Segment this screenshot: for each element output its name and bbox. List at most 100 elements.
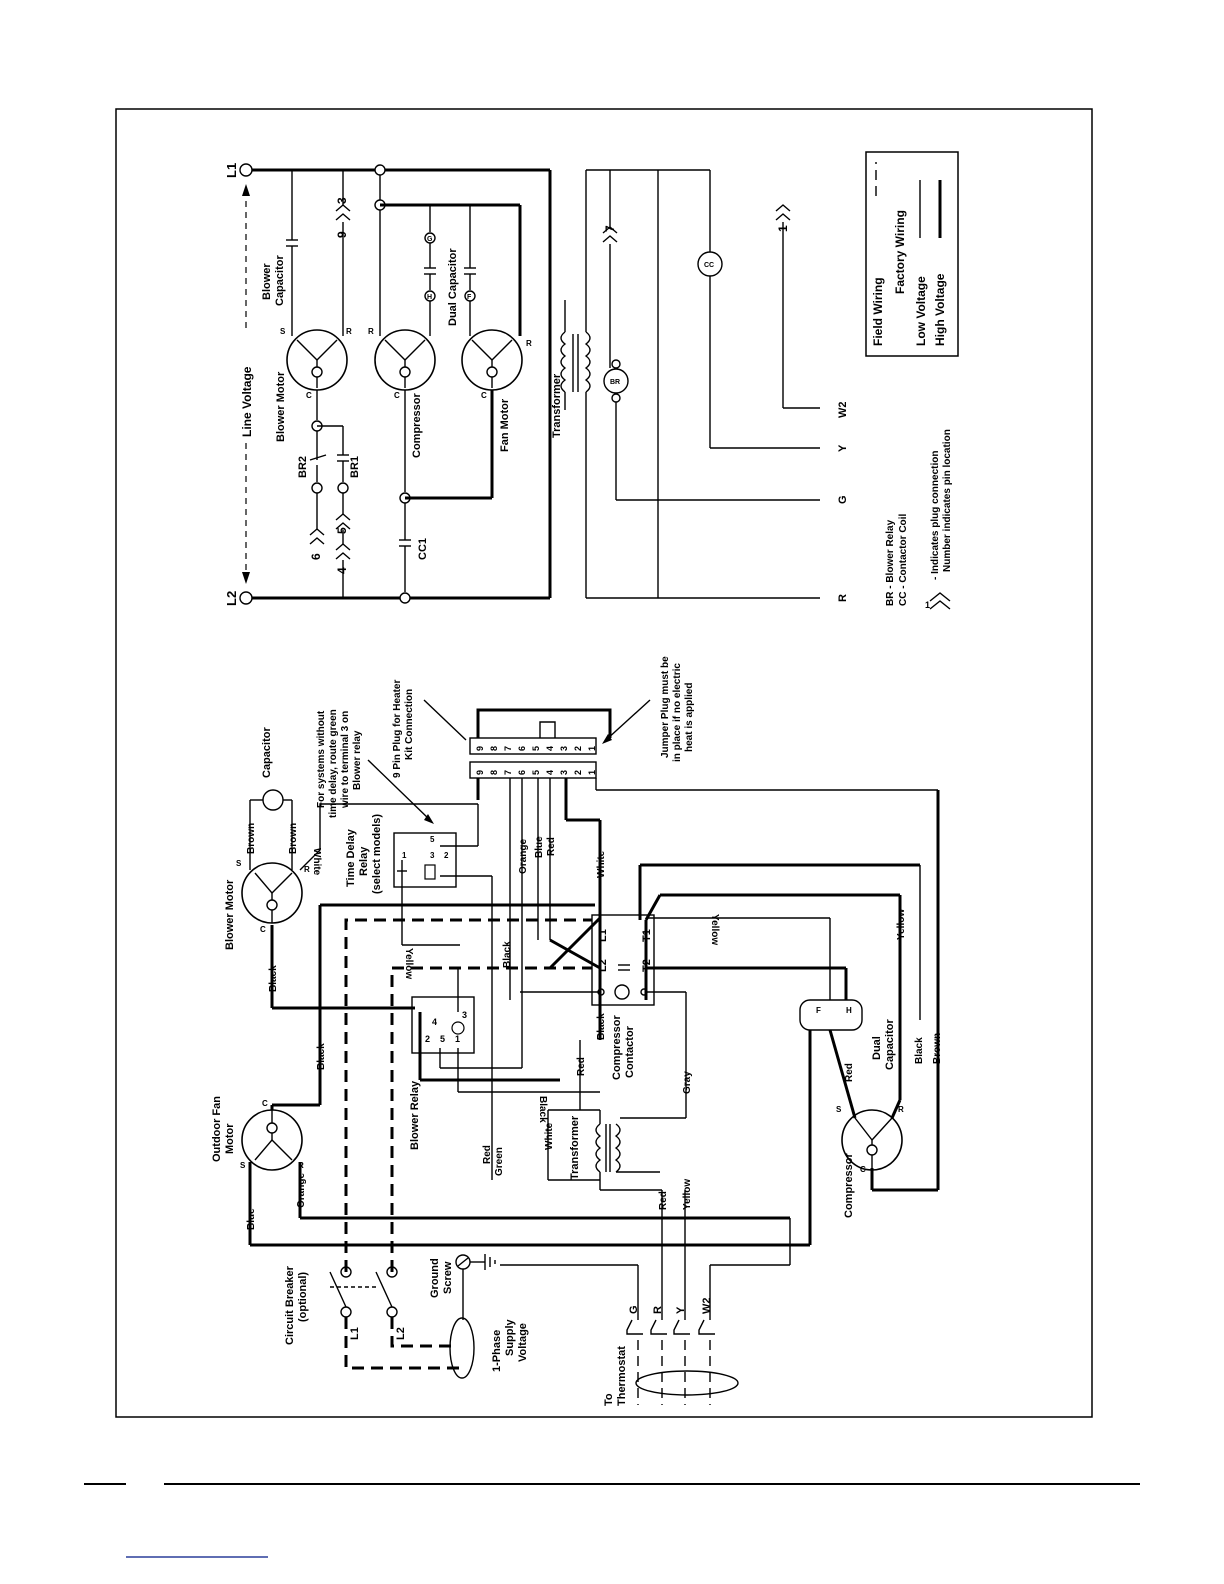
breaker-l1: L1	[349, 1327, 361, 1340]
thermostat-w2: W2	[701, 1298, 713, 1315]
wire-yellow-2: Yellow	[709, 914, 720, 945]
dual-capacitor-box	[799, 999, 863, 1031]
plug-pin-4b: 4	[545, 746, 555, 751]
plug-pin-6a: 6	[517, 770, 527, 775]
plug-pin-6b: 6	[517, 746, 527, 751]
wire-brown-3: Brown	[932, 1033, 943, 1064]
supply-voltage-1: 1-Phase	[491, 1330, 503, 1372]
comp-s: S	[836, 1105, 842, 1114]
nine-pin-2: Kit Connection	[404, 689, 415, 760]
blower-capacitor-wiring	[262, 789, 284, 811]
abbr-plug-line2: Number indicates pin location	[942, 429, 953, 572]
tdr-label-2: Relay	[358, 846, 370, 876]
dual-cap-label-2: Capacitor	[884, 1019, 896, 1070]
plug-pin-3b: 3	[559, 746, 569, 751]
ground-screw-2: Screw	[442, 1261, 454, 1294]
plug-5-label: 5	[335, 527, 349, 534]
tdr-note-1: For systems without	[316, 710, 327, 808]
plug-3-label: 3	[335, 197, 349, 204]
wire-brown-1: Brown	[246, 823, 257, 854]
compressor-symbol	[374, 329, 436, 391]
wire-blue-1: Blue	[246, 1208, 257, 1230]
time-delay-relay-box	[393, 832, 457, 888]
br-pin-3: 3	[462, 1010, 467, 1020]
thermostat-terminals	[626, 1319, 715, 1335]
plug-pin-5a: 5	[531, 770, 541, 775]
blower-capacitor-label-1: Blower	[261, 263, 273, 300]
plug-pin-2b: 2	[573, 746, 583, 751]
blower-motor-c: C	[306, 391, 312, 400]
compressor-wiring-symbol	[841, 1109, 903, 1171]
plug-pin-2a: 2	[573, 770, 583, 775]
nine-pin-1: 9 Pin Plug for Heater	[392, 680, 403, 778]
plug-pin-4a: 4	[545, 770, 555, 775]
tdr-pin-1: 1	[402, 851, 407, 860]
schematic-compressor-label: Compressor	[411, 392, 423, 458]
bm-r: R	[304, 865, 310, 874]
legend-factory-wiring: Factory Wiring	[893, 210, 907, 294]
wire-yellow-1: Yellow	[403, 948, 414, 979]
legend-low-voltage: Low Voltage	[914, 276, 928, 346]
br1-label: BR1	[349, 456, 361, 478]
wire-black-3: Black	[502, 941, 513, 968]
wiring-layout: To Thermostat G R Y W2 1-Phase Supply Vo…	[211, 656, 943, 1406]
plug-pin-8b: 8	[489, 746, 499, 751]
tdr-note-4: Blower relay	[352, 730, 363, 790]
wire-yellow-3: Yellow	[896, 909, 907, 940]
wiring-transformer-label: Transformer	[569, 1115, 581, 1180]
plug-pin-7a: 7	[503, 770, 513, 775]
wire-orange-2: Orange	[518, 839, 529, 874]
plug-pin-9a: 9	[475, 770, 485, 775]
diagram-frame	[115, 108, 1093, 1418]
compressor-contactor-box	[591, 914, 655, 1006]
thermostat-g: G	[628, 1305, 640, 1314]
outdoor-fan-motor-1: Outdoor Fan	[211, 1096, 223, 1162]
abbreviations: BR - Blower Relay CC - Contactor Coil 1 …	[885, 429, 953, 610]
line-voltage-label: Line Voltage	[240, 366, 254, 437]
tdr-pin-3: 3	[430, 851, 435, 860]
abbr-br: BR - Blower Relay	[885, 519, 896, 606]
tdr-pin-2: 2	[444, 851, 449, 860]
ofm-s: S	[240, 1161, 246, 1170]
thermostat-y: Y	[675, 1306, 687, 1314]
wire-black-4: Black	[596, 1013, 607, 1040]
wire-white-3: White	[544, 1122, 555, 1150]
contactor-label-1: Compressor	[611, 1014, 623, 1080]
wire-black-6: Black	[914, 1037, 925, 1064]
abbr-plug-number: 1	[925, 600, 930, 610]
fan-motor-r: R	[526, 339, 532, 348]
wire-white-2: White	[596, 850, 607, 878]
wire-red-5: Red	[844, 1063, 855, 1082]
plug-pin-1a: 1	[587, 770, 597, 775]
br-pin-2: 2	[425, 1034, 430, 1044]
capacitor-label: Capacitor	[261, 727, 273, 778]
plug-6-label: 6	[309, 553, 323, 560]
plug-pin-5b: 5	[531, 746, 541, 751]
br-pin-1: 1	[455, 1034, 460, 1044]
pin-letter-f: F	[467, 294, 472, 301]
circuit-breaker-2: (optional)	[297, 1272, 309, 1322]
dual-cap-h: H	[846, 1006, 852, 1015]
ofm-c: C	[262, 1099, 268, 1108]
blower-relay-label: Blower Relay	[409, 1080, 421, 1150]
contactor-label-2: Contactor	[624, 1025, 636, 1078]
blower-motor-s: S	[280, 327, 286, 336]
schematic-l1-label: L1	[224, 163, 239, 178]
br-pin-4: 4	[432, 1017, 437, 1027]
fan-motor-c: C	[481, 391, 487, 400]
l2-terminal	[239, 591, 253, 605]
thermostat-r: R	[652, 1306, 664, 1314]
schematic-fan-motor-label: Fan Motor	[499, 398, 511, 452]
legend: Field Wiring Factory Wiring Low Voltage …	[865, 151, 959, 357]
ground-screw-1: Ground	[429, 1258, 441, 1298]
jumper-1: Jumper Plug must be	[660, 656, 671, 758]
br-pin-5: 5	[440, 1034, 445, 1044]
wire-gray: Gray	[682, 1071, 693, 1094]
abbr-plug-line1: - Indicates plug connection	[930, 451, 941, 580]
plug-1-label: 1	[776, 225, 790, 232]
pin-letter-g: G	[427, 236, 433, 243]
plug-pin-labels: 9 8 7 6 5 4 3 2 1 9 8 7 6 5 4 3 2 1	[475, 746, 597, 775]
plug-pin-3a: 3	[559, 770, 569, 775]
terminal-r-label: R	[837, 594, 849, 602]
